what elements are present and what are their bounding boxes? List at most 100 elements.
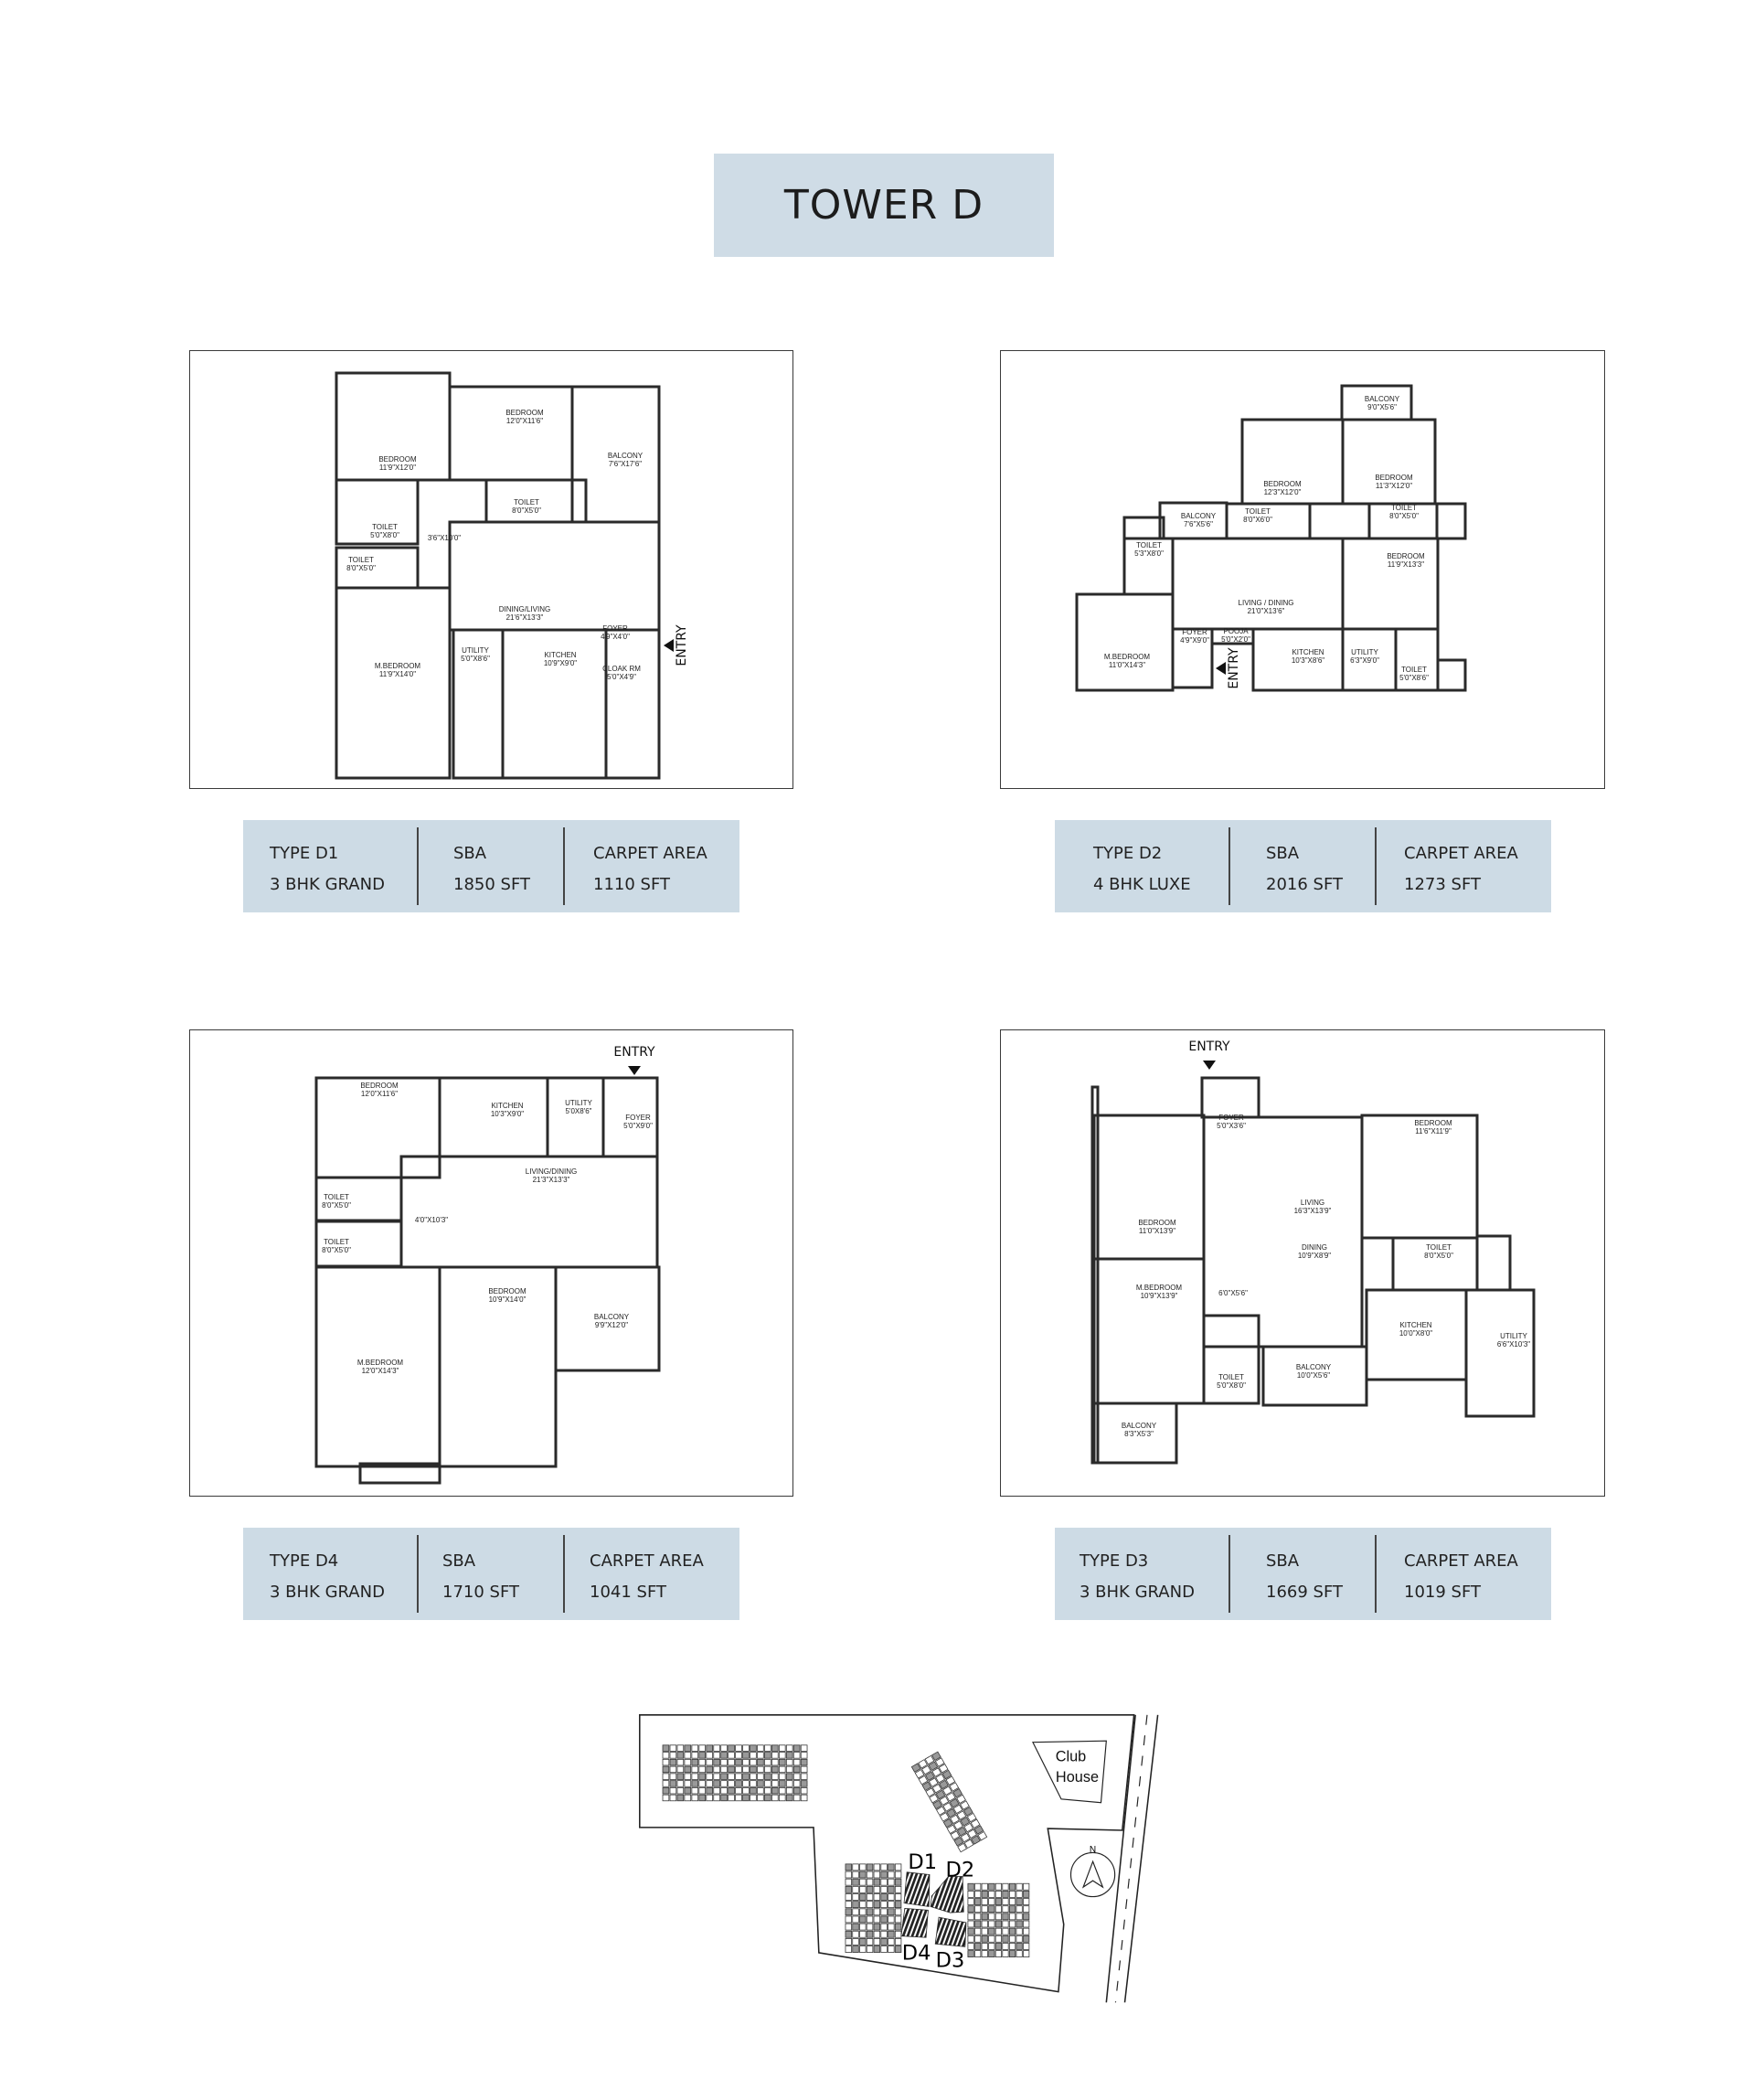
road [1105, 1714, 1159, 2003]
tower-title-banner: TOWER D [714, 154, 1054, 257]
entry-label: ENTRY [1188, 1039, 1230, 1054]
building-unit [966, 1812, 977, 1823]
building-unit [981, 1935, 988, 1943]
building-unit [800, 1752, 808, 1759]
building-unit [880, 1893, 888, 1901]
building-unit [778, 1758, 786, 1766]
building-unit [785, 1773, 793, 1780]
sba-value: 1850 SFT [453, 875, 530, 894]
building-unit [894, 1863, 902, 1871]
building-unit [859, 1908, 867, 1916]
room-name: BALCONY [1181, 512, 1217, 520]
building-unit [698, 1794, 707, 1802]
building-unit [967, 1898, 974, 1905]
building-unit [1008, 1935, 1016, 1943]
building-unit [757, 1758, 764, 1766]
room-size: 4'0"X10'3" [415, 1216, 448, 1224]
building-unit [988, 1898, 995, 1905]
building-unit [939, 1779, 949, 1790]
building-unit [970, 1818, 981, 1829]
building-unit [852, 1871, 859, 1879]
building-unit [981, 1920, 988, 1928]
building-unit [977, 1830, 988, 1841]
building-unit [967, 1882, 974, 1891]
building-unit [720, 1744, 728, 1752]
building-unit [974, 1905, 982, 1913]
room-name: TOILET [1426, 1243, 1452, 1252]
building-unit [676, 1794, 685, 1802]
building-unit [974, 1882, 982, 1891]
building-unit [894, 1878, 902, 1886]
room-size: 7'6"X17'6" [609, 460, 642, 468]
building-unit [942, 1786, 952, 1796]
building-unit [706, 1758, 713, 1766]
building-unit [845, 1945, 852, 1953]
building-unit [676, 1744, 685, 1752]
building-unit [662, 1787, 670, 1795]
building-unit [713, 1758, 720, 1766]
room-size: 11'0"X14'3" [1109, 661, 1145, 669]
building-unit [939, 1796, 950, 1806]
building-unit [956, 1794, 966, 1805]
building-unit [931, 1767, 942, 1777]
carpet-label: CARPET AREA [590, 1551, 704, 1571]
room-name: FOYER [602, 624, 628, 633]
building-unit [785, 1758, 793, 1766]
building-unit [894, 1893, 902, 1901]
building-unit [735, 1744, 742, 1752]
building-unit [1002, 1927, 1009, 1935]
divider [563, 827, 565, 905]
building-unit [1023, 1905, 1030, 1913]
room-name: UTILITY [462, 646, 489, 655]
room-name: LIVING/DINING [526, 1167, 577, 1176]
building-cluster [967, 1882, 1030, 1957]
building-unit [713, 1744, 720, 1752]
building-unit [706, 1765, 713, 1774]
building-unit [950, 1830, 961, 1840]
room-size: 4'9"X4'0" [601, 633, 630, 641]
building-unit [988, 1927, 995, 1935]
room-size: 12'0"X14'3" [362, 1367, 399, 1375]
sba-label: SBA [442, 1551, 476, 1571]
building-unit [988, 1920, 995, 1928]
building-unit [1023, 1927, 1030, 1935]
building-unit [792, 1744, 801, 1752]
sba-value: 1710 SFT [442, 1583, 519, 1602]
room-name: TOILET [1245, 507, 1271, 516]
building-unit [662, 1773, 670, 1780]
room-size: 8'0"X6'0" [1243, 516, 1272, 524]
building-unit [684, 1765, 692, 1774]
room-name: BALCONY [1296, 1363, 1332, 1371]
north-label: N [1090, 1845, 1096, 1855]
room-wall [1092, 1257, 1206, 1405]
room-size: 5'3"X8'0" [1134, 549, 1164, 558]
building-unit [981, 1943, 988, 1950]
building-unit [778, 1794, 786, 1802]
building-unit [713, 1752, 720, 1759]
building-unit [669, 1744, 677, 1752]
room-size: 8'0"X5'0" [1424, 1252, 1453, 1260]
building-unit [757, 1780, 764, 1787]
building-unit [720, 1794, 728, 1802]
room-name: UTILITY [565, 1099, 592, 1107]
building-unit [974, 1935, 982, 1943]
building-unit [859, 1878, 867, 1886]
building-unit [845, 1930, 852, 1938]
tower-d3-block [934, 1916, 967, 1947]
building-unit [866, 1878, 874, 1886]
building-unit [669, 1794, 677, 1802]
building-unit [994, 1920, 1002, 1928]
building-unit [888, 1893, 895, 1901]
building-unit [988, 1905, 995, 1913]
building-unit [684, 1752, 692, 1759]
unit-type: TYPE D4 [270, 1551, 339, 1571]
building-unit [845, 1863, 852, 1871]
building-unit [742, 1787, 750, 1795]
tower-label-d2: D2 [946, 1858, 975, 1881]
